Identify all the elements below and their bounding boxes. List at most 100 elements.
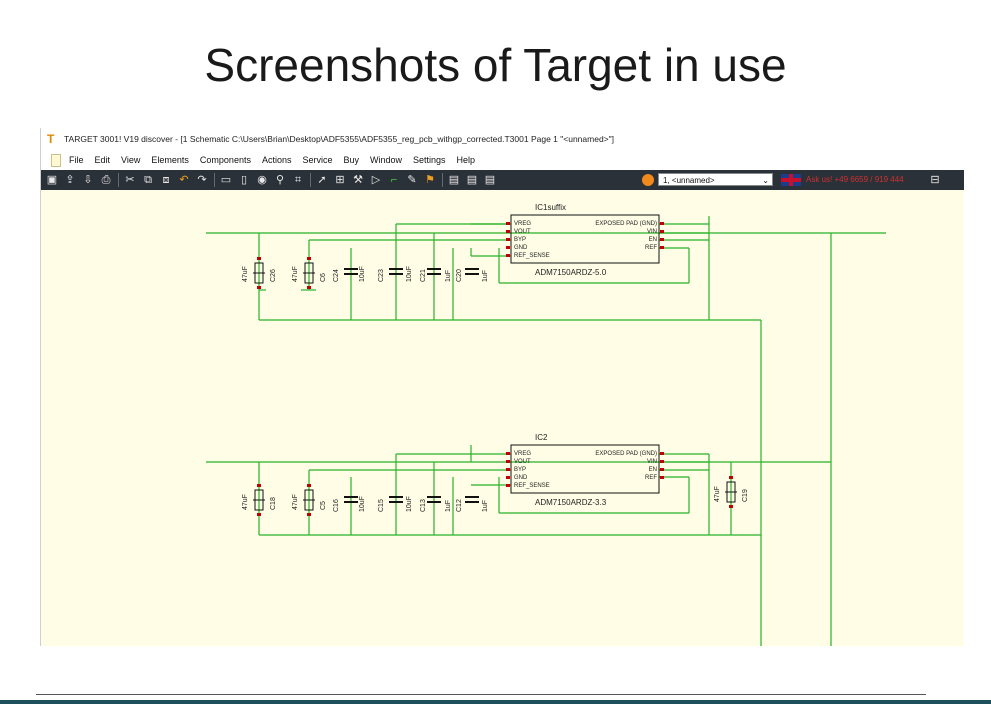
menu-actions[interactable]: Actions <box>261 155 292 165</box>
document-icon[interactable] <box>51 153 61 167</box>
target-window: T TARGET 3001! V19 discover - [1 Schemat… <box>40 128 964 646</box>
cut-icon[interactable]: ✂ <box>125 174 135 186</box>
footer-divider <box>36 694 926 695</box>
cap-c20-ref: C20 <box>456 269 463 282</box>
menu-elements[interactable]: Elements <box>151 155 189 165</box>
ic-bottom-pin-byp: BYP <box>514 467 526 473</box>
sheet-select[interactable]: 1, <unnamed> ⌄ <box>658 173 773 186</box>
cap-c6-value: 47uF <box>292 266 299 282</box>
menu-bar: File Edit View Elements Components Actio… <box>41 150 964 170</box>
cap-c20-value: 1uF <box>482 270 489 282</box>
cap-c5[interactable]: 47uF C5 <box>292 484 327 516</box>
upload-icon[interactable]: ⇪ <box>65 174 75 186</box>
component-icon[interactable]: ⊞ <box>335 174 345 186</box>
save-icon[interactable]: ⊟ <box>930 174 940 186</box>
menu-file[interactable]: File <box>69 155 84 165</box>
ic-bottom[interactable]: IC2 ADM7150ARDZ-3.3 VREG VOUT BYP GND RE… <box>506 433 664 507</box>
undo-icon[interactable]: ↶ <box>179 174 189 186</box>
cap-c12-ref: C12 <box>456 499 463 512</box>
cap-c15[interactable]: C15 10uF <box>378 496 413 512</box>
cap-c19-value: 47uF <box>714 486 721 502</box>
ic-top-pin-gnd: GND <box>514 245 528 251</box>
cap-c6-ref: C6 <box>320 273 327 282</box>
board-icon[interactable]: ▭ <box>220 174 232 186</box>
wire-icon[interactable]: ⌐ <box>390 174 398 186</box>
sheet-3-icon[interactable]: ▤ <box>484 174 496 186</box>
footer-bar <box>0 700 991 704</box>
window-titlebar[interactable]: T TARGET 3001! V19 discover - [1 Schemat… <box>41 128 964 150</box>
ic-bottom-part: ADM7150ARDZ-3.3 <box>535 498 607 507</box>
download-icon[interactable]: ⇩ <box>83 174 93 186</box>
chevron-down-icon: ⌄ <box>762 176 769 185</box>
new-file-icon[interactable]: ▣ <box>46 174 58 186</box>
cap-c12[interactable]: C12 1uF <box>456 496 489 512</box>
cap-c23-value: 10uF <box>406 266 413 282</box>
cap-c13[interactable]: C13 1uF <box>420 496 452 512</box>
ask-us-text[interactable]: Ask us! +49 6659 / 919 444 <box>806 175 904 184</box>
cap-c20[interactable]: C20 1uF <box>456 268 489 282</box>
menu-buy[interactable]: Buy <box>343 155 359 165</box>
toolbar-separator <box>310 173 311 187</box>
wrench-icon[interactable]: ⚒ <box>353 174 363 186</box>
probe-icon[interactable]: ⚑ <box>425 174 435 186</box>
target-logo-icon: T <box>47 132 55 146</box>
window-title: TARGET 3001! V19 discover - [1 Schematic… <box>64 134 615 144</box>
symbol-icon[interactable]: ▷ <box>371 174 381 186</box>
pen-icon[interactable]: ✎ <box>407 174 417 186</box>
ic-top-pin-markers <box>506 222 664 257</box>
cap-c21-ref: C21 <box>420 269 427 282</box>
print-icon[interactable]: ⎙ <box>101 174 111 186</box>
cap-c5-value: 47uF <box>292 494 299 510</box>
cap-c24[interactable]: C24 10uF <box>333 266 366 282</box>
paste-icon[interactable]: ⧈ <box>162 174 170 186</box>
zoom-fit-icon[interactable]: ⌗ <box>294 174 302 186</box>
cap-c16[interactable]: C16 10uF <box>333 496 366 512</box>
ic-bottom-pin-vin: VIN <box>647 459 657 465</box>
sheet-1-icon[interactable]: ▤ <box>448 174 460 186</box>
cap-c12-value: 1uF <box>482 500 489 512</box>
ic-bottom-pin-exposed-pad: EXPOSED PAD (GND) <box>595 451 657 457</box>
ic-top[interactable]: IC1suffix ADM7150ARDZ-5.0 VREG VOUT BYP … <box>506 203 664 277</box>
ic-bottom-pin-vout: VOUT <box>514 459 531 465</box>
page-icon[interactable]: ▯ <box>240 174 248 186</box>
zoom-icon[interactable]: ⚲ <box>275 174 285 186</box>
menu-settings[interactable]: Settings <box>413 155 446 165</box>
sheet-2-icon[interactable]: ▤ <box>466 174 478 186</box>
menu-window[interactable]: Window <box>370 155 403 165</box>
ic-top-pin-en: EN <box>649 237 657 243</box>
ic-top-part: ADM7150ARDZ-5.0 <box>535 268 607 277</box>
ic-top-pin-vout: VOUT <box>514 229 531 235</box>
eye-icon[interactable]: ◉ <box>257 174 267 186</box>
ic-top-pin-ref-sense: REF_SENSE <box>514 253 550 259</box>
slide-title: Screenshots of Target in use <box>204 39 787 91</box>
toolbar-separator <box>214 173 215 187</box>
cap-c6[interactable]: 47uF C6 <box>292 257 327 289</box>
menu-view[interactable]: View <box>121 155 141 165</box>
redo-icon[interactable]: ↷ <box>197 174 207 186</box>
cap-c26-ref: C26 <box>270 269 277 282</box>
menu-components[interactable]: Components <box>199 155 251 165</box>
cap-c16-value: 10uF <box>359 496 366 512</box>
uk-flag-icon[interactable] <box>781 174 801 186</box>
menu-service[interactable]: Service <box>302 155 333 165</box>
cap-c23[interactable]: C23 10uF <box>378 266 413 282</box>
cap-c18[interactable]: 47uF C18 <box>242 484 277 516</box>
cap-c21[interactable]: C21 1uF <box>420 268 452 282</box>
cap-c19-ref: C19 <box>742 489 749 502</box>
cap-c19[interactable]: 47uF C19 <box>714 476 749 508</box>
cap-c26[interactable]: 47uF C26 <box>242 257 277 289</box>
toolbar-separator <box>442 173 443 187</box>
cap-c15-value: 10uF <box>406 496 413 512</box>
cap-c26-value: 47uF <box>242 266 249 282</box>
ic-bottom-pin-ref: REF <box>645 475 657 481</box>
schematic-canvas[interactable]: IC1suffix ADM7150ARDZ-5.0 VREG VOUT BYP … <box>41 190 964 646</box>
menu-edit[interactable]: Edit <box>94 155 111 165</box>
menu-help[interactable]: Help <box>456 155 476 165</box>
ic-bottom-ref: IC2 <box>535 433 548 442</box>
pointer-icon[interactable]: ➚ <box>317 174 327 186</box>
cap-c13-value: 1uF <box>445 500 452 512</box>
cap-c24-ref: C24 <box>333 269 340 282</box>
schematic-drawing: IC1suffix ADM7150ARDZ-5.0 VREG VOUT BYP … <box>206 203 886 646</box>
status-dot-icon[interactable] <box>642 174 654 186</box>
copy-icon[interactable]: ⧉ <box>144 174 152 186</box>
